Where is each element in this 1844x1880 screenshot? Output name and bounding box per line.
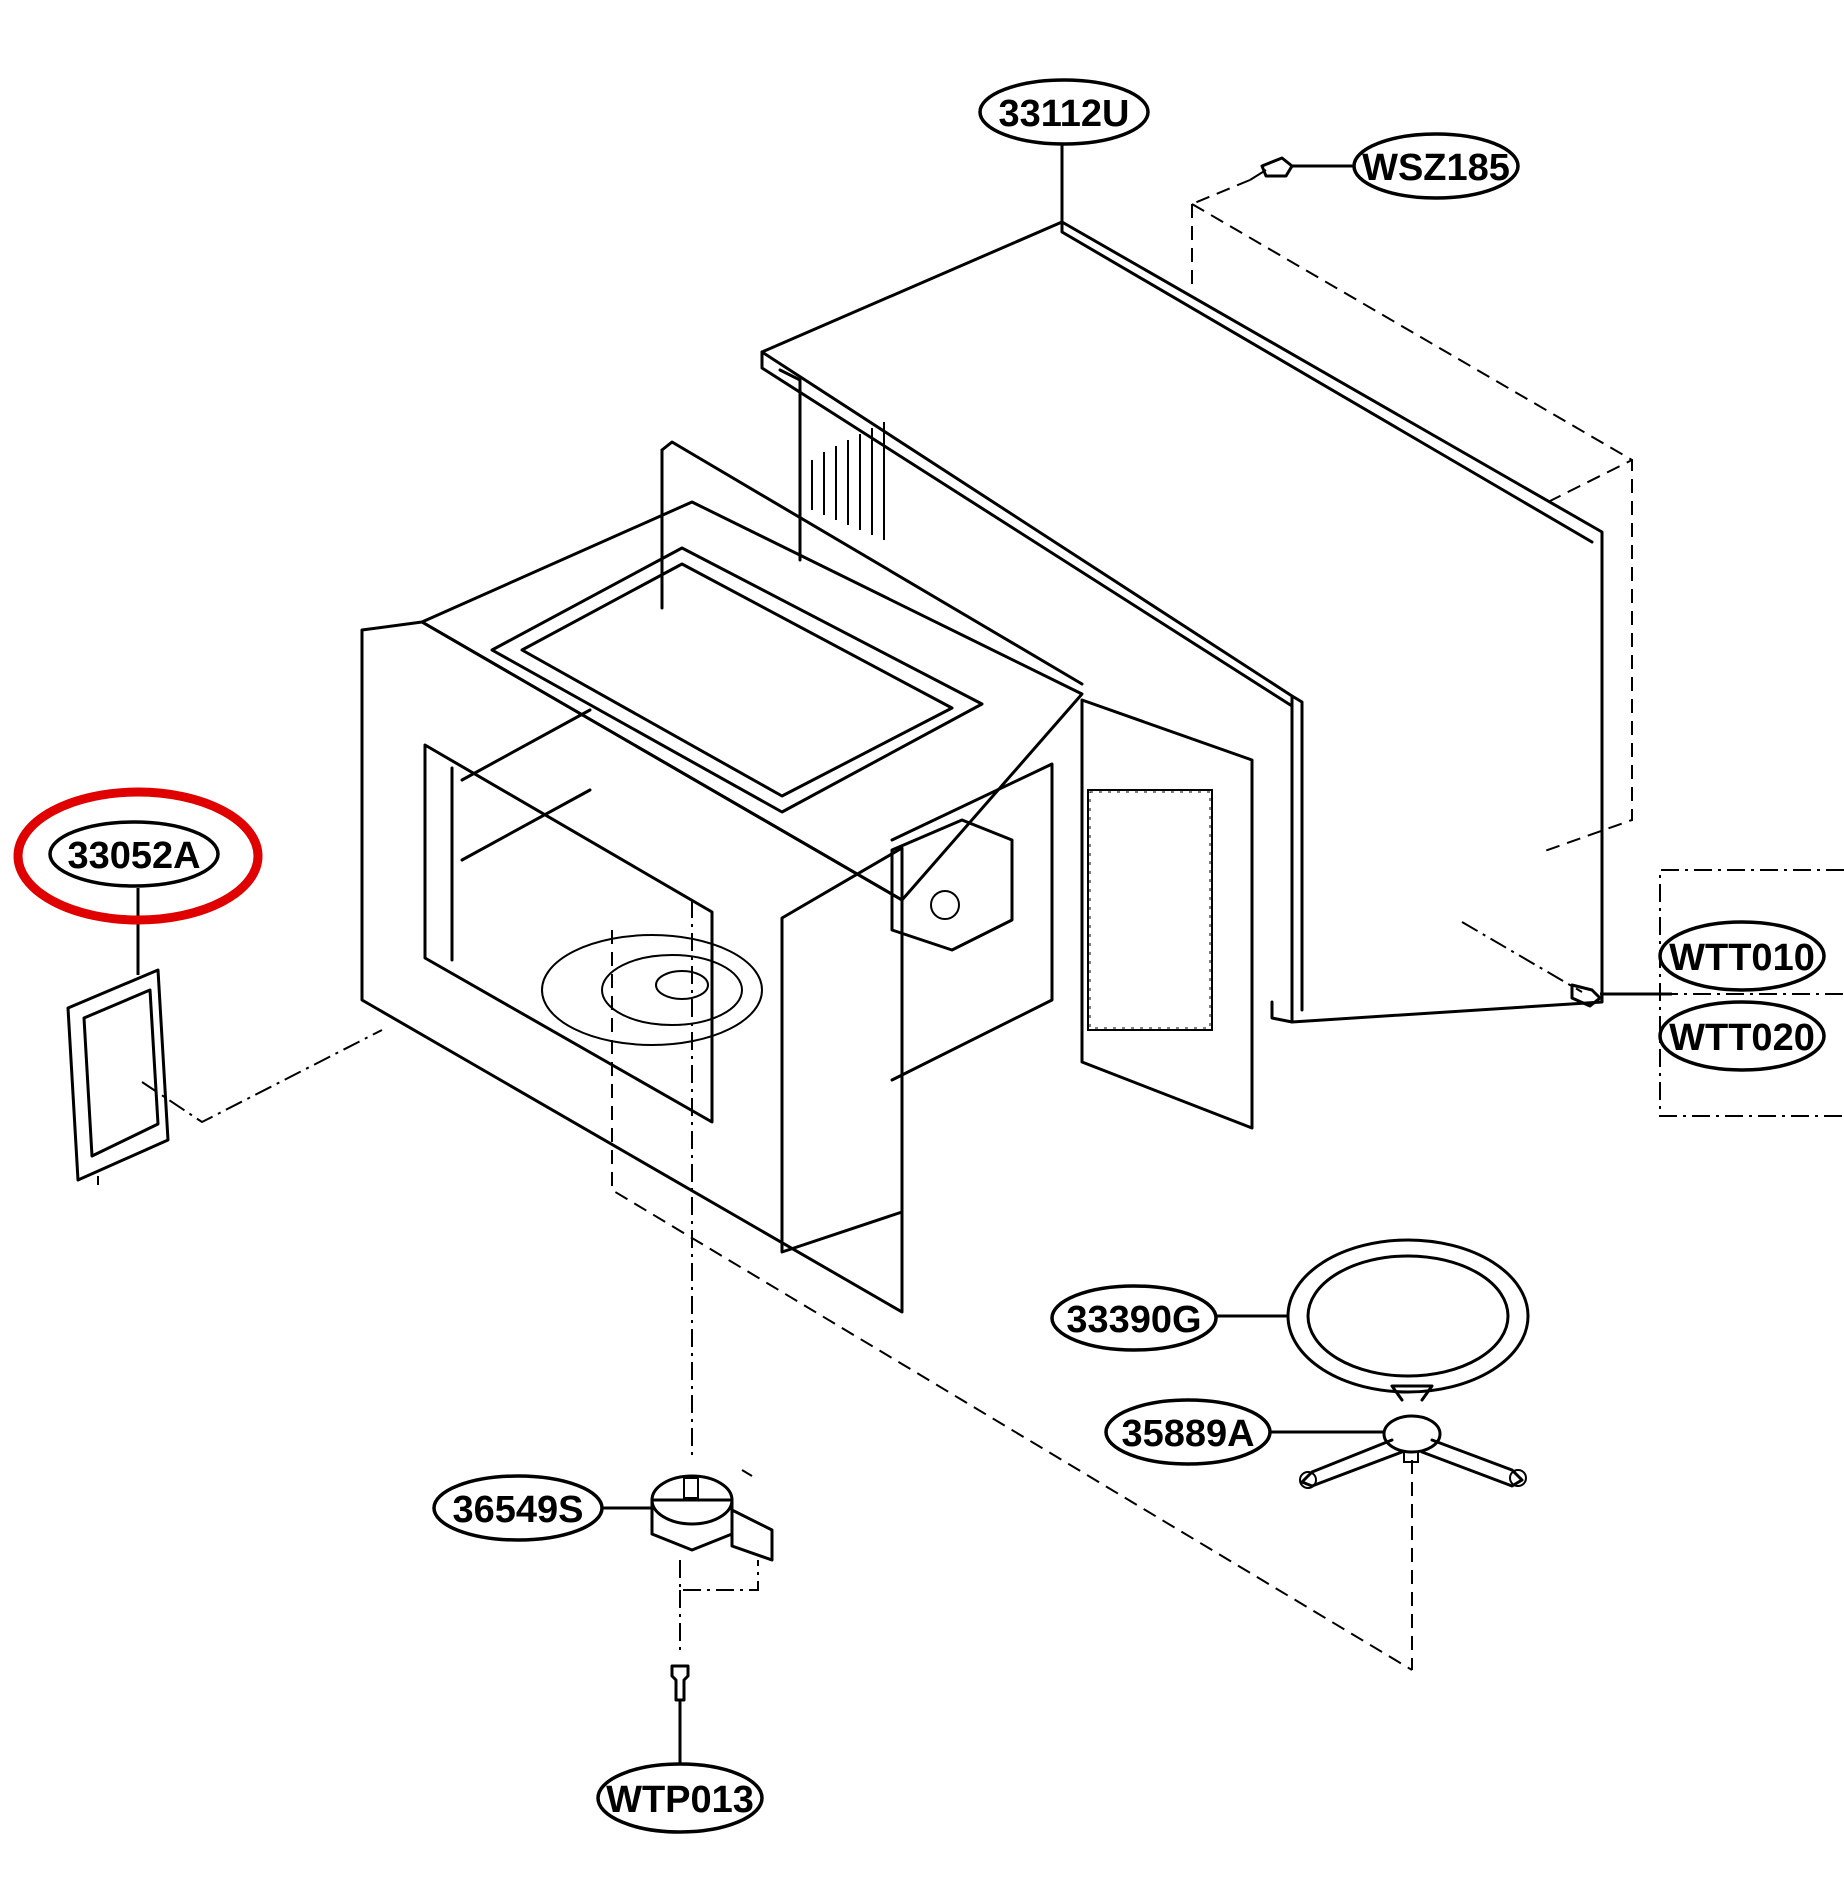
svg-text:35889A: 35889A bbox=[1121, 1413, 1254, 1455]
svg-text:33052A: 33052A bbox=[67, 835, 200, 877]
label-WTT020: WTT020 bbox=[1658, 1000, 1826, 1072]
label-33390G: 33390G bbox=[1050, 1284, 1218, 1352]
screw-group-box bbox=[1659, 869, 1844, 1117]
side-screw-guide bbox=[1461, 921, 1583, 993]
glass-tray bbox=[1286, 1238, 1530, 1394]
cabinet-outer-case bbox=[760, 220, 1604, 1024]
svg-text:WSZ185: WSZ185 bbox=[1362, 147, 1510, 189]
top-screw bbox=[1249, 156, 1294, 181]
cavity-turntable-coupling bbox=[541, 934, 763, 1046]
svg-text:WTT020: WTT020 bbox=[1669, 1017, 1815, 1059]
label-WSZ185: WSZ185 bbox=[1352, 132, 1520, 200]
waveguide-cover bbox=[66, 968, 170, 1185]
label-33052A: 33052A bbox=[48, 820, 220, 888]
svg-text:33390G: 33390G bbox=[1066, 1299, 1201, 1341]
cabinet-ghost-edge bbox=[1547, 459, 1633, 503]
roller-ring bbox=[1299, 1384, 1527, 1489]
cover-guide bbox=[141, 1029, 383, 1124]
waveguide-hole bbox=[930, 890, 960, 920]
label-33112U: 33112U bbox=[978, 78, 1150, 146]
svg-text:33112U: 33112U bbox=[998, 93, 1129, 135]
svg-text:WTT010: WTT010 bbox=[1669, 937, 1815, 979]
cavity-chassis bbox=[360, 440, 1254, 1314]
waveguide-plate bbox=[890, 818, 1014, 952]
svg-text:WTP013: WTP013 bbox=[606, 1779, 754, 1821]
cabinet-vent-slots bbox=[811, 422, 885, 540]
turntable-motor bbox=[650, 1469, 774, 1591]
svg-text:36549S: 36549S bbox=[452, 1489, 583, 1531]
motor-screw bbox=[670, 1664, 690, 1702]
label-WTP013: WTP013 bbox=[596, 1762, 764, 1834]
label-WTT010: WTT010 bbox=[1658, 920, 1826, 992]
label-35889A: 35889A bbox=[1104, 1398, 1272, 1466]
top-screw-guide bbox=[1191, 179, 1251, 205]
cabinet-ghost-outline bbox=[1191, 203, 1633, 853]
highlight-ring bbox=[13, 787, 263, 925]
cavity-base-guide bbox=[611, 930, 1413, 1671]
side-vent-grid bbox=[1087, 789, 1213, 1031]
label-36549S: 36549S bbox=[432, 1474, 604, 1542]
